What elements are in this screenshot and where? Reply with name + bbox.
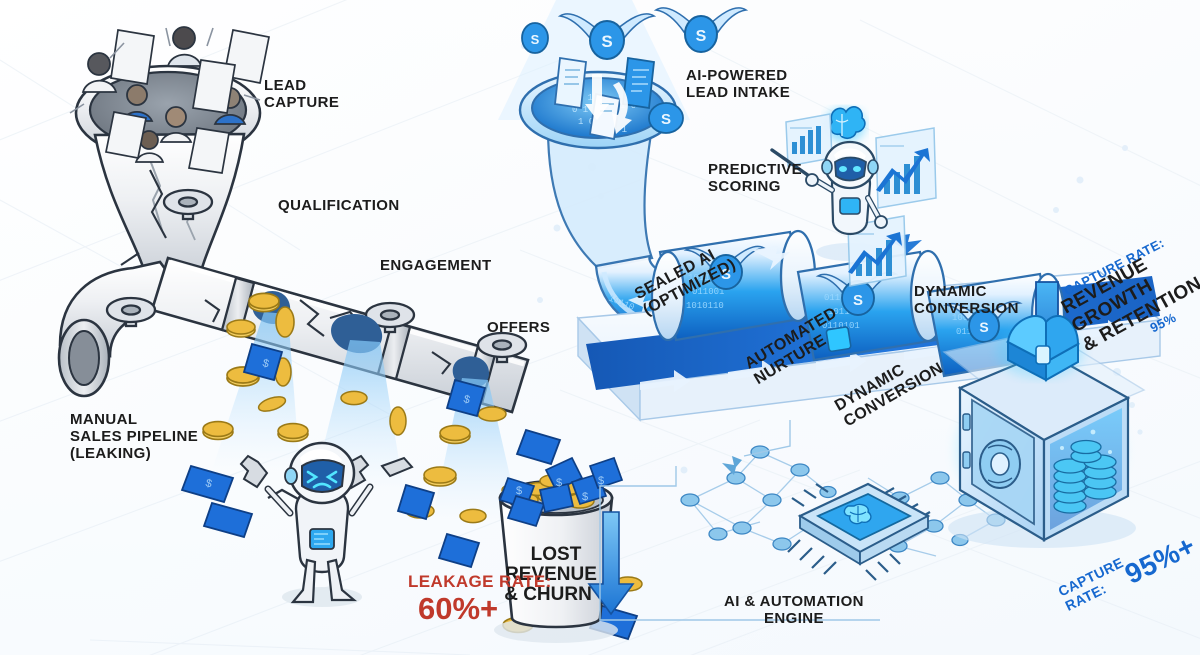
gold-coin <box>423 466 457 487</box>
bucket-coins: $ $ $ $ <box>498 456 624 528</box>
gold-coin <box>277 422 309 443</box>
engine-connector <box>599 420 880 621</box>
svg-text:S: S <box>696 28 707 45</box>
ai-automation-engine <box>599 420 1006 621</box>
svg-text:$: $ <box>556 477 562 489</box>
label-lead-capture: LEAD CAPTURE <box>264 77 340 111</box>
trend-line-icon <box>876 148 930 192</box>
label-ai-lead-intake: AI-POWERED LEAD INTAKE <box>686 67 791 101</box>
lead-document <box>104 29 270 174</box>
svg-text:1 0: 1 0 <box>620 101 636 111</box>
svg-text:1010110: 1010110 <box>686 301 724 311</box>
winged-coin: S <box>943 300 1023 343</box>
svg-text:0110101: 0110101 <box>822 321 860 331</box>
label-predictive-scoring: PREDICTIVE SCORING <box>708 161 803 195</box>
svg-text:011001: 011001 <box>692 287 724 297</box>
gold-coin <box>459 508 487 524</box>
svg-text:$: $ <box>462 393 471 406</box>
svg-text:S: S <box>661 111 671 128</box>
svg-text:$: $ <box>516 485 522 497</box>
label-offers: OFFERS <box>487 319 551 336</box>
intake-flow-arrow <box>585 74 632 134</box>
gold-coin <box>226 319 256 338</box>
label-dynamic-conversion-upper: DYNAMIC CONVERSION <box>914 283 1019 317</box>
pointer-stick <box>770 148 814 180</box>
coin-in-funnel <box>648 102 684 134</box>
lead-person <box>81 52 118 93</box>
leakage-rate-caption: LEAKAGE RATE: <box>408 572 552 591</box>
svg-text:S: S <box>531 32 540 47</box>
funnel-leads-group <box>69 26 270 174</box>
svg-text:$: $ <box>582 491 588 503</box>
winged-coin: S <box>521 22 549 54</box>
treasure-chest-icon <box>996 315 1084 382</box>
bucket-label-line2: REVENUE <box>505 564 597 585</box>
svg-text:S: S <box>853 292 863 309</box>
svg-text:S: S <box>979 319 988 335</box>
svg-text:$: $ <box>204 477 213 490</box>
label-qualification: QUALIFICATION <box>278 197 400 214</box>
bucket-label-line3: & CHURN <box>504 584 592 605</box>
vault-coin-stack <box>1053 439 1117 514</box>
valve-wheel <box>162 188 214 221</box>
ai-analyst-robot <box>770 106 937 287</box>
svg-text:S: S <box>601 32 612 51</box>
dollar-bill <box>180 342 639 641</box>
winged-coin: S <box>683 245 767 290</box>
gold-coin <box>202 420 234 441</box>
valve-wheel <box>476 331 528 364</box>
gold-coin <box>340 390 368 406</box>
brain-icon <box>825 106 866 142</box>
winged-coin: S <box>653 7 749 53</box>
lead-person <box>159 106 193 143</box>
flow-arrow-icon <box>752 246 790 270</box>
label-manual-pipeline-title: MANUAL SALES PIPELINE (LEAKING) <box>70 411 199 462</box>
gold-coin <box>257 396 287 412</box>
valve-wheel <box>364 301 416 334</box>
ai-intake-funnel: 1 0 10 1 1 0 1 0 0 10 1 1 1 0 <box>518 7 749 270</box>
data-chip-icon <box>825 326 852 353</box>
svg-text:$: $ <box>261 357 270 370</box>
label-engagement: ENGAGEMENT <box>380 257 492 274</box>
trend-line-icon <box>848 232 902 274</box>
lead-person <box>166 26 203 67</box>
valve-wheel <box>105 296 157 328</box>
revenue-vault <box>942 281 1146 548</box>
bucket-label-line1: LOST <box>531 544 582 565</box>
leaking-money: $ $ $ <box>180 292 643 641</box>
svg-text:10110: 10110 <box>688 273 715 283</box>
ai-chip-icon <box>787 482 931 581</box>
svg-text:01101: 01101 <box>824 293 851 303</box>
svg-text:$: $ <box>598 475 604 487</box>
svg-text:S: S <box>721 266 731 283</box>
gold-coin <box>275 306 295 338</box>
gold-coin <box>389 406 407 436</box>
svg-text:101100: 101100 <box>828 307 860 317</box>
winged-coin: S <box>557 13 657 60</box>
gold-coin <box>248 292 280 313</box>
repair-robot <box>239 441 414 607</box>
gold-coin <box>439 424 471 445</box>
robot-face <box>306 470 338 489</box>
leakage-rate-value: 60%+ <box>418 591 499 626</box>
label-ai-automation-engine: AI & AUTOMATION ENGINE <box>724 593 864 627</box>
